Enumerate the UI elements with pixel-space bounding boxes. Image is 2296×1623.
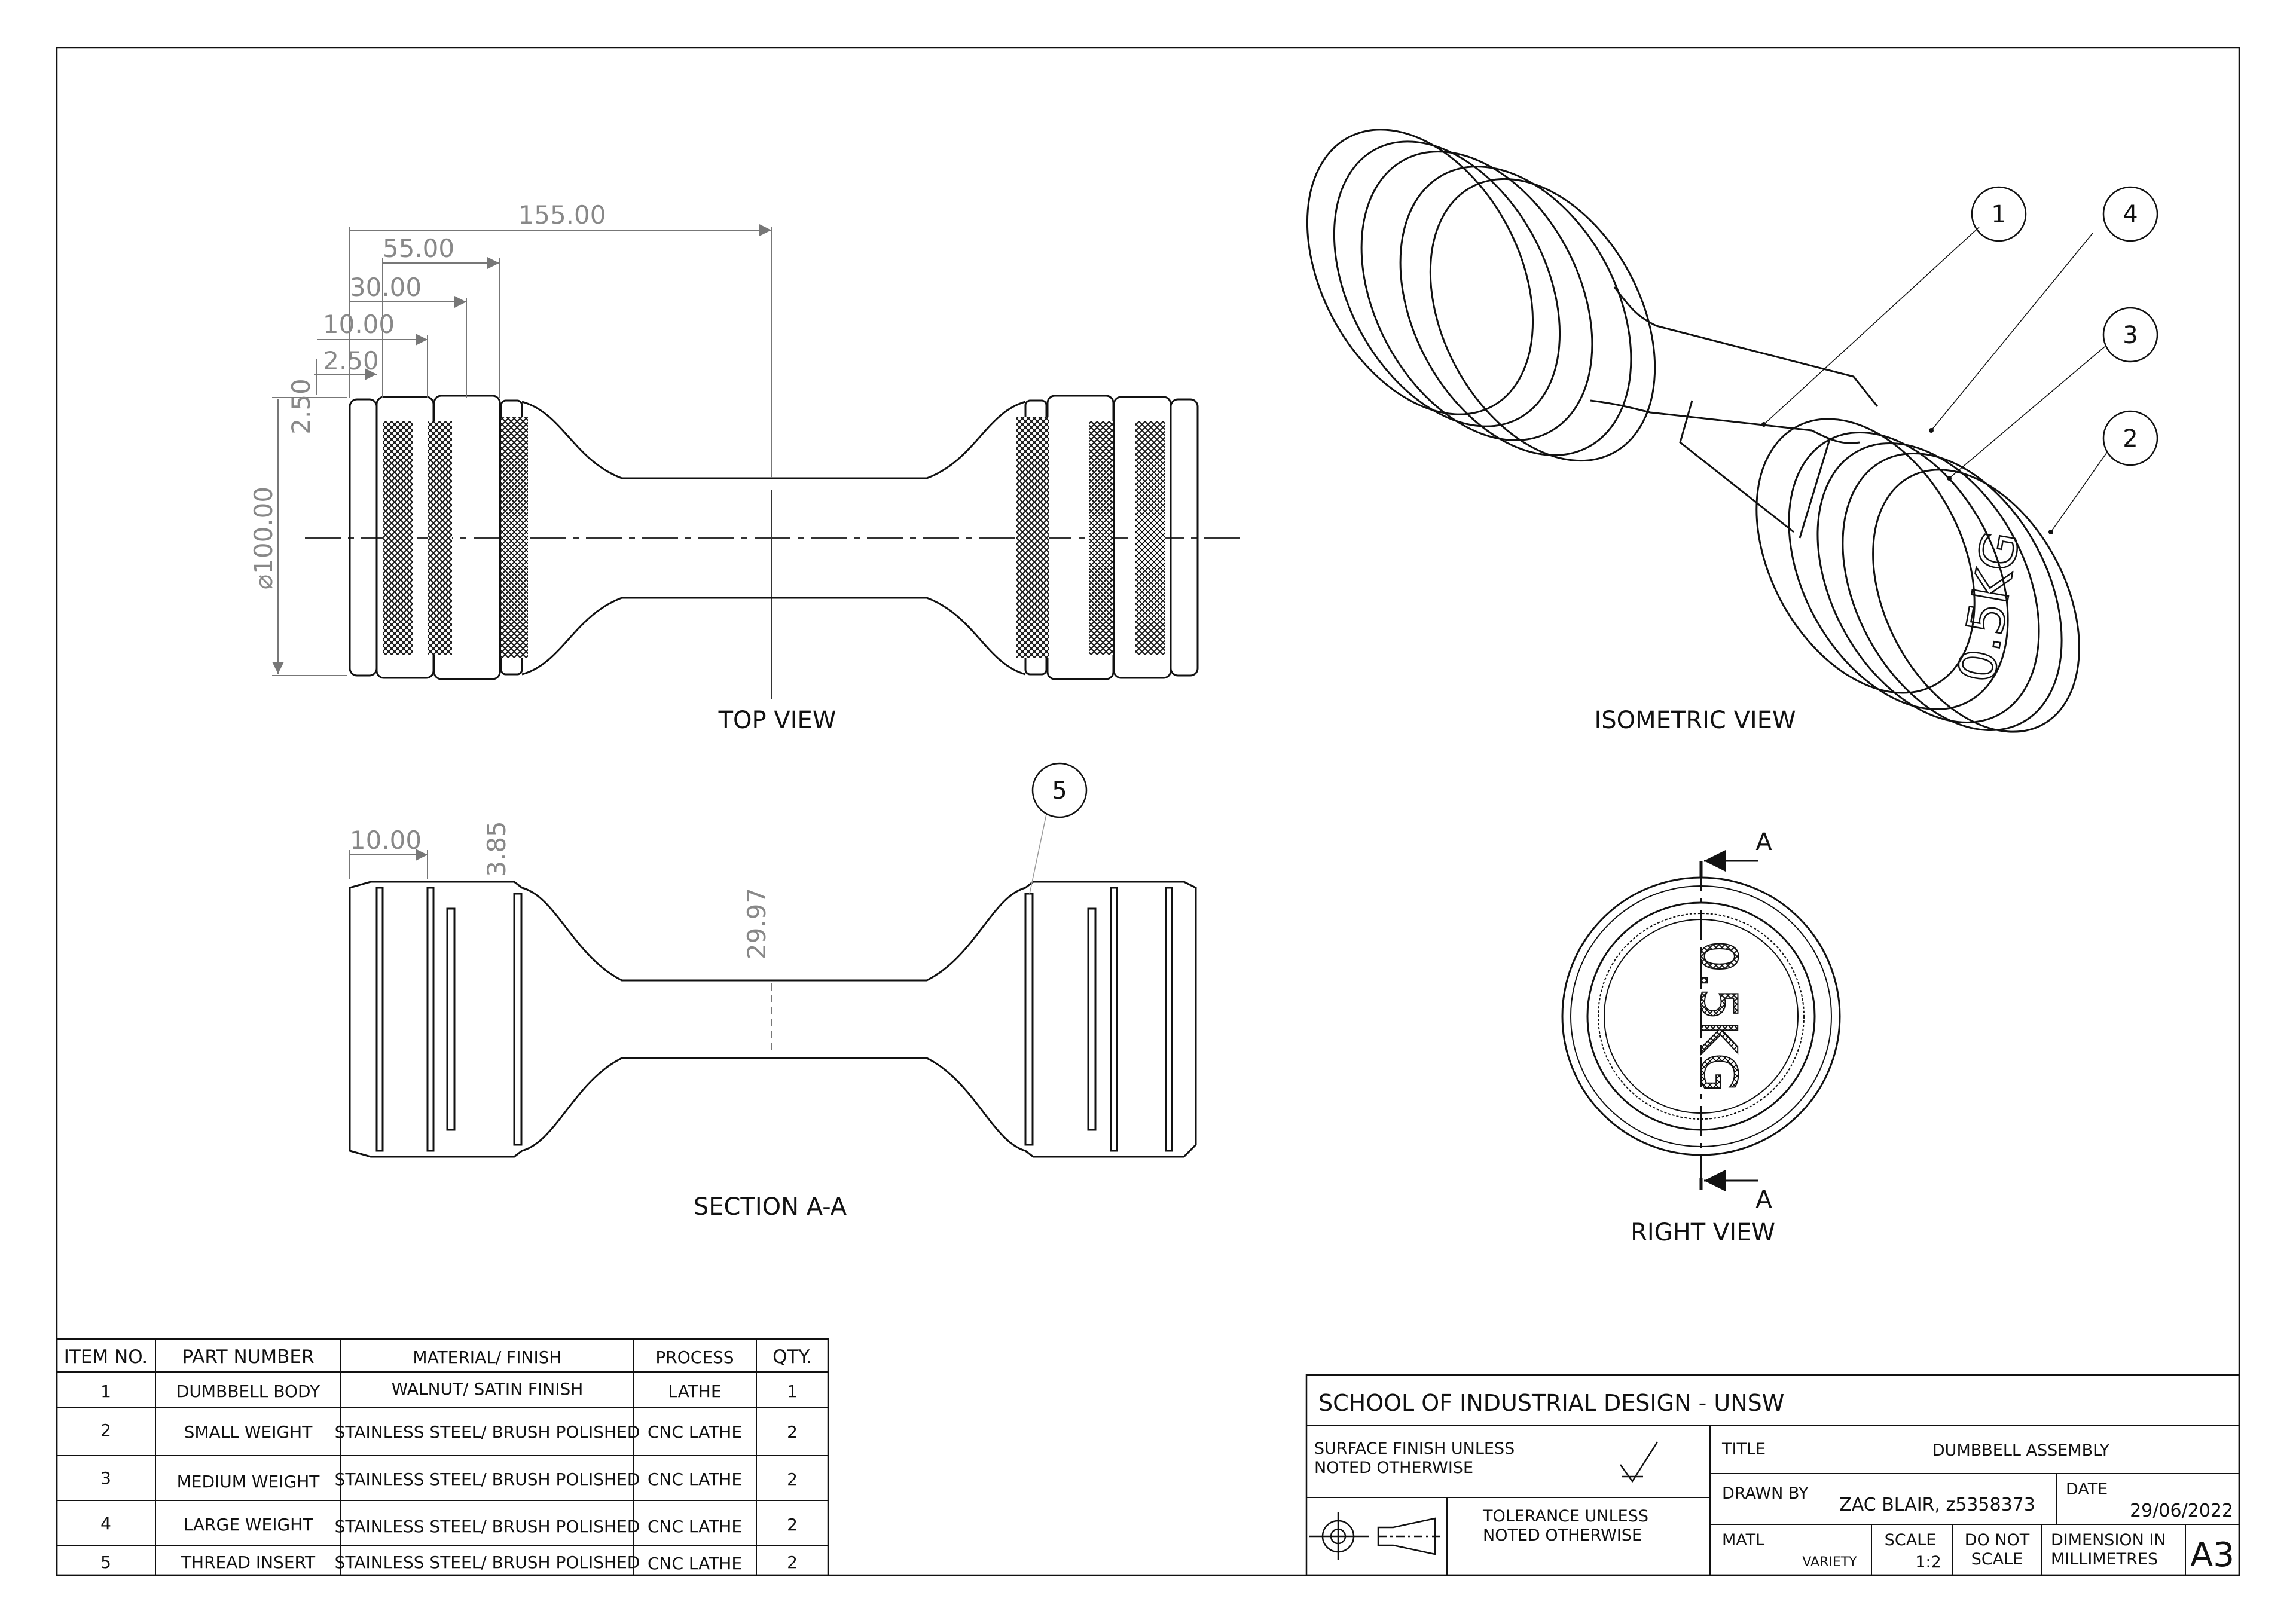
bom-cell: STAINLESS STEEL/ BRUSH POLISHED xyxy=(335,1422,640,1442)
top-dimensions: 155.00 55.00 30.00 10.00 2.50 ⌀100.00 2.… xyxy=(249,200,772,676)
section-mark-bottom: A xyxy=(1755,1186,1772,1214)
bom-cell: SMALL WEIGHT xyxy=(184,1422,313,1442)
surface-finish-line1: SURFACE FINISH UNLESS xyxy=(1314,1439,1515,1458)
balloon-4: 4 xyxy=(1929,186,2158,433)
svg-text:2: 2 xyxy=(2123,425,2138,453)
bom-cell: CNC LATHE xyxy=(648,1422,742,1442)
bom-cell: THREAD INSERT xyxy=(181,1552,316,1572)
bom-header-process: PROCESS xyxy=(655,1347,734,1367)
bom-cell: DUMBBELL BODY xyxy=(176,1381,320,1401)
bom-table: ITEM NO. PART NUMBER MATERIAL/ FINISH PR… xyxy=(56,1338,829,1576)
section-view-label: SECTION A-A xyxy=(694,1193,847,1221)
svg-text:3: 3 xyxy=(2123,322,2138,349)
projection-symbol-icon xyxy=(1309,1512,1444,1560)
right-view-engraving: 0.5KG xyxy=(1689,940,1748,1092)
bom-cell: 2 xyxy=(787,1422,798,1442)
matl-label: MATL xyxy=(1722,1531,1764,1549)
isometric-view: 0.5KG 1 4 3 2 ISOMETRIC VIEW xyxy=(1306,129,2158,734)
svg-text:5: 5 xyxy=(1052,777,1067,805)
bom-cell: STAINLESS STEEL/ BRUSH POLISHED xyxy=(335,1517,640,1536)
date-value: 29/06/2022 xyxy=(2130,1500,2233,1521)
bom-cell: 1 xyxy=(787,1381,798,1401)
sheet-size: A3 xyxy=(2190,1536,2234,1575)
bom-cell: CNC LATHE xyxy=(648,1469,742,1489)
scale-value: 1:2 xyxy=(1915,1553,1941,1572)
bom-cell: 2 xyxy=(787,1515,798,1535)
dim-10: 10.00 xyxy=(323,310,395,339)
top-handle-profile xyxy=(521,401,1026,479)
dim-30: 30.00 xyxy=(350,273,422,302)
balloon-1: 1 xyxy=(1761,186,2027,427)
matl-value: VARIETY xyxy=(1802,1555,1857,1570)
scale-label: SCALE xyxy=(1885,1531,1937,1549)
section-hatch-body xyxy=(349,881,1197,1158)
bom-cell: CNC LATHE xyxy=(648,1554,742,1573)
bom-cell: STAINLESS STEEL/ BRUSH POLISHED xyxy=(335,1469,640,1489)
dim-section-3-85: 3.85 xyxy=(482,821,511,877)
drawn-by-label: DRAWN BY xyxy=(1722,1484,1809,1503)
dimension-units-line2: MILLIMETRES xyxy=(2051,1550,2158,1569)
section-view: 10.00 3.85 29.97 5 SECTION A-A xyxy=(349,762,1197,1221)
weight-engraving: 0.5KG xyxy=(1947,527,2031,687)
drawing-title: DUMBBELL ASSEMBLY xyxy=(1932,1441,2110,1460)
right-view-label: RIGHT VIEW xyxy=(1631,1219,1775,1246)
dim-2-50-vertical: 2.50 xyxy=(286,378,316,435)
bom-header-item: ITEM NO. xyxy=(64,1346,148,1368)
bom-cell: LARGE WEIGHT xyxy=(184,1515,314,1535)
dim-2-50-horizontal: 2.50 xyxy=(323,346,379,375)
do-not-scale-line1: DO NOT xyxy=(1965,1531,2030,1549)
bom-cell: 2 xyxy=(787,1552,798,1572)
bom-header-part: PART NUMBER xyxy=(182,1346,314,1368)
bom-cell: STAINLESS STEEL/ BRUSH POLISHED xyxy=(335,1552,640,1572)
dim-section-29-97: 29.97 xyxy=(742,888,771,959)
title-block: SCHOOL OF INDUSTRIAL DESIGN - UNSW SURFA… xyxy=(1305,1374,2240,1576)
table-row: 1 xyxy=(100,1381,111,1401)
dimension-units-line1: DIMENSION IN xyxy=(2051,1531,2166,1549)
school-name: SCHOOL OF INDUSTRIAL DESIGN - UNSW xyxy=(1318,1390,1784,1416)
table-row: 4 xyxy=(100,1514,111,1533)
table-row: 3 xyxy=(100,1468,111,1488)
bom-header-qty: QTY. xyxy=(773,1346,812,1368)
bom-cell: LATHE xyxy=(668,1381,721,1401)
bom-cell: 2 xyxy=(787,1469,798,1489)
bom-cell: WALNUT/ SATIN FINISH xyxy=(392,1379,584,1399)
drawn-by-value: ZAC BLAIR, z5358373 xyxy=(1839,1494,2035,1515)
do-not-scale-line2: SCALE xyxy=(1971,1550,2023,1569)
balloon-3: 3 xyxy=(1947,307,2158,481)
balloon-5: 5 xyxy=(1029,762,1088,894)
dim-section-10: 10.00 xyxy=(350,826,422,855)
surface-finish-symbol xyxy=(1619,1441,1659,1483)
top-view-label: TOP VIEW xyxy=(718,707,836,734)
bom-cell: MEDIUM WEIGHT xyxy=(177,1472,320,1491)
svg-text:1: 1 xyxy=(1991,201,2006,228)
right-view: 0.5KG A A RIGHT VIEW xyxy=(1561,829,1841,1246)
title-label: TITLE xyxy=(1721,1440,1766,1459)
balloon-2: 2 xyxy=(2048,410,2158,534)
tolerance-line2: NOTED OTHERWISE xyxy=(1483,1526,1642,1545)
dim-55: 55.00 xyxy=(383,234,454,263)
dim-diameter-100: ⌀100.00 xyxy=(249,487,278,589)
sheet-border xyxy=(56,47,2240,1576)
table-row: 5 xyxy=(100,1552,111,1572)
surface-finish-line2: NOTED OTHERWISE xyxy=(1314,1459,1473,1477)
bom-header-material: MATERIAL/ FINISH xyxy=(413,1347,561,1367)
tolerance-line1: TOLERANCE UNLESS xyxy=(1482,1507,1648,1526)
isometric-view-label: ISOMETRIC VIEW xyxy=(1594,707,1796,734)
top-view: 155.00 55.00 30.00 10.00 2.50 ⌀100.00 2.… xyxy=(249,200,1244,734)
svg-text:4: 4 xyxy=(2123,201,2138,228)
date-label: DATE xyxy=(2066,1480,2108,1499)
bom-cell: CNC LATHE xyxy=(648,1517,742,1536)
section-mark-top: A xyxy=(1755,829,1772,856)
dim-155: 155.00 xyxy=(518,200,606,230)
table-row: 2 xyxy=(100,1420,111,1440)
